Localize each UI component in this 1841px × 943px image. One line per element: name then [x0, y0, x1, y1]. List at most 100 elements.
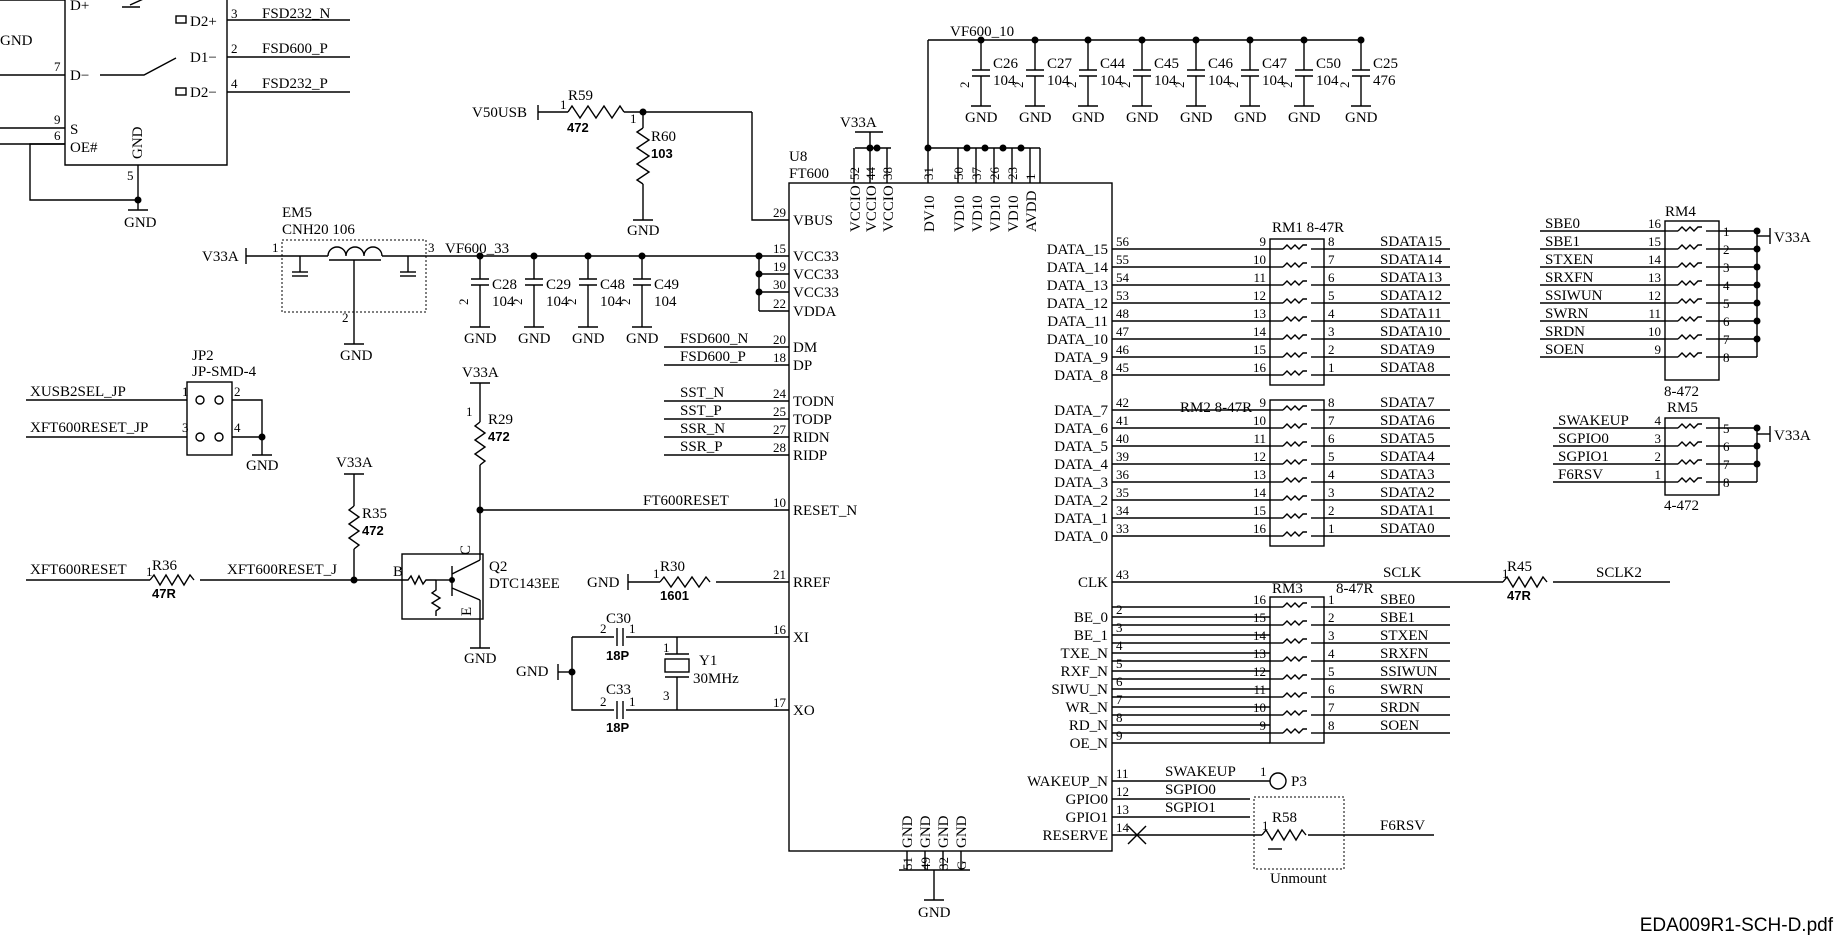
net-vf600-10: VF600_10 [950, 24, 1014, 40]
svg-text:13: 13 [1253, 467, 1266, 482]
net-v33a-em5: V33A [202, 249, 239, 265]
svg-text:12: 12 [1116, 784, 1129, 799]
u8-pin-5: RXF_N5 [1060, 656, 1270, 680]
svg-text:OE_N: OE_N [1070, 736, 1108, 752]
svg-text:DATA_9: DATA_9 [1054, 350, 1108, 366]
svg-text:XO: XO [793, 703, 815, 719]
svg-text:12: 12 [1253, 288, 1266, 303]
net-swrn: SWRN [1380, 682, 1424, 698]
net-v33a-vccio: V33A [840, 115, 877, 131]
svg-text:GND: GND [954, 815, 970, 848]
net-ft600reset: FT600RESET [643, 493, 729, 509]
cap-ref: C45 [1154, 56, 1179, 72]
svg-text:6: 6 [1328, 431, 1335, 446]
net-rm4-0: SBE0 [1545, 216, 1580, 232]
svg-text:3: 3 [182, 420, 189, 435]
svg-text:GND: GND [340, 348, 373, 364]
svg-text:9: 9 [1116, 728, 1123, 743]
svg-text:29: 29 [773, 205, 786, 220]
net-rm4-2: STXEN [1545, 252, 1594, 268]
cap-value: 104 [1208, 73, 1231, 89]
net-sdata4: SDATA4 [1380, 449, 1435, 465]
net-sgpio1: SGPIO1 [1165, 800, 1216, 816]
net-vf600-33: VF600_33 [445, 241, 509, 257]
svg-text:GND: GND [1180, 110, 1213, 126]
svg-text:38: 38 [880, 167, 895, 180]
svg-text:6: 6 [1328, 270, 1335, 285]
rm4-ref: RM4 [1665, 204, 1696, 220]
svg-text:GND: GND [518, 331, 551, 347]
svg-text:DATA_14: DATA_14 [1047, 260, 1109, 276]
svg-text:16: 16 [773, 622, 787, 637]
svg-text:9: 9 [1655, 342, 1662, 357]
svg-text:GPIO0: GPIO0 [1065, 792, 1108, 808]
net-srdn: SRDN [1380, 700, 1420, 716]
svg-text:3: 3 [1116, 620, 1123, 635]
svg-text:TXE_N: TXE_N [1061, 646, 1109, 662]
net-sdata9: SDATA9 [1380, 342, 1435, 358]
svg-text:1: 1 [466, 404, 473, 419]
svg-text:DATA_11: DATA_11 [1047, 314, 1108, 330]
svg-text:1: 1 [1655, 467, 1662, 482]
svg-text:2: 2 [342, 310, 349, 325]
net-sdata11: SDATA11 [1380, 306, 1442, 322]
rm3-value: 8-47R [1336, 581, 1374, 597]
net-fsd232p: FSD232_P [262, 76, 328, 92]
net-sdata1: SDATA1 [1380, 503, 1435, 519]
svg-text:DATA_2: DATA_2 [1054, 493, 1108, 509]
svg-text:2: 2 [1011, 82, 1026, 89]
svg-text:19: 19 [773, 259, 786, 274]
svg-text:7: 7 [1116, 692, 1123, 707]
svg-text:26: 26 [987, 167, 1002, 181]
r30-value: 1601 [660, 588, 689, 603]
svg-text:TODP: TODP [793, 412, 832, 428]
net-v33a-r35: V33A [336, 455, 373, 471]
svg-text:GND: GND [900, 815, 916, 848]
svg-text:CLK: CLK [1078, 575, 1108, 591]
svg-text:TODN: TODN [793, 394, 835, 410]
svg-text:22: 22 [773, 296, 786, 311]
svg-text:5: 5 [1116, 656, 1123, 671]
u8-pin-3: BE_13 [1074, 620, 1270, 644]
svg-text:9: 9 [1260, 395, 1267, 410]
svg-text:16: 16 [1648, 216, 1662, 231]
svg-text:2: 2 [1172, 82, 1187, 89]
net-ssrn: SSR_N [680, 421, 725, 437]
svg-text:VCC33: VCC33 [793, 249, 839, 265]
svg-text:1: 1 [653, 566, 660, 581]
svg-text:28: 28 [773, 440, 786, 455]
clk-net: SCLK 1 R45 47R SCLK2 [1112, 559, 1670, 603]
svg-text:11: 11 [1253, 682, 1266, 697]
svg-text:2: 2 [1328, 610, 1335, 625]
svg-text:C: C [458, 545, 474, 555]
svg-text:SIWU_N: SIWU_N [1051, 682, 1108, 698]
svg-text:2: 2 [618, 299, 633, 306]
svg-text:5: 5 [1328, 288, 1335, 303]
net-sdata15: SDATA15 [1380, 234, 1442, 250]
svg-text:10: 10 [1253, 252, 1266, 267]
u8-pin-46: DATA_946 [1054, 342, 1270, 366]
net-sdata12: SDATA12 [1380, 288, 1442, 304]
rm3-ref: RM3 [1272, 581, 1303, 597]
svg-text:15: 15 [773, 241, 786, 256]
net-rm4-5: SWRN [1545, 306, 1589, 322]
svg-text:DATA_1: DATA_1 [1054, 511, 1108, 527]
svg-text:36: 36 [1116, 467, 1130, 482]
svg-text:2: 2 [234, 384, 241, 399]
svg-text:13: 13 [1253, 646, 1266, 661]
svg-text:37: 37 [969, 167, 984, 181]
svg-text:VD10: VD10 [1006, 195, 1022, 232]
net-sstp: SST_P [680, 403, 722, 419]
svg-text:1: 1 [1502, 566, 1509, 581]
r58-note: Unmount [1270, 871, 1328, 887]
